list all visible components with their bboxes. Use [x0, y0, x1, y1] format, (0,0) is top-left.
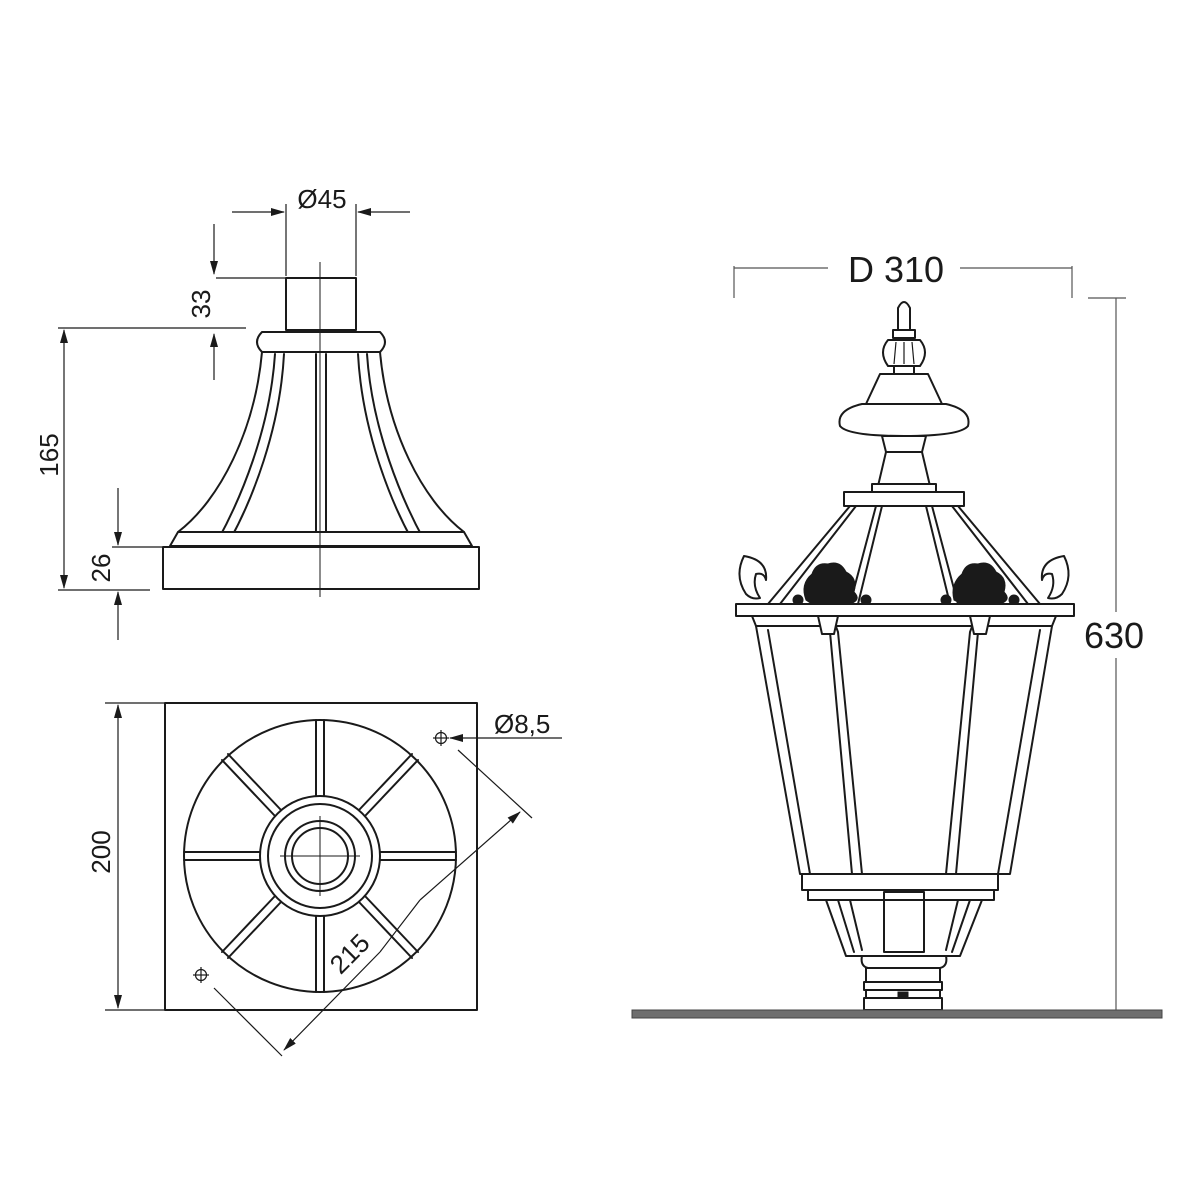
leaf-ornament-right [940, 562, 1020, 606]
lower-frame-ring [807, 889, 995, 901]
dimension-line [379, 899, 421, 953]
outer-ring [183, 719, 457, 993]
lantern-front-view: D 310 630 [631, 249, 1163, 1019]
roof-frame-bar [779, 505, 857, 605]
dimension-arrow [419, 811, 521, 901]
base-plate [162, 546, 480, 590]
roof-neck [881, 435, 927, 453]
rib [366, 353, 425, 541]
dim-base-total-height: 165 [34, 433, 64, 476]
finial-neck [893, 365, 915, 375]
dim-hole-spacing: 215 [324, 928, 376, 980]
bottom-cage [825, 899, 983, 957]
dimension-arrow [283, 951, 381, 1051]
panel-bar [831, 615, 863, 875]
dim-plate-width: 200 [86, 830, 116, 873]
hub-outer [259, 795, 381, 917]
mounting-hole [193, 967, 209, 983]
cage-bar [945, 899, 959, 951]
finial-ring [892, 329, 916, 339]
socket-upper [865, 967, 941, 983]
cage-bar [951, 899, 971, 953]
extension-line [457, 749, 533, 819]
label-background [1078, 612, 1150, 658]
bar-cap [817, 615, 839, 635]
roof-frame-bar [951, 505, 1029, 605]
socket-ring [863, 981, 943, 991]
roof-frame-bar [925, 505, 951, 605]
spigot [285, 277, 357, 331]
dim-plate-thickness: 26 [86, 554, 116, 583]
base-plate-outline [164, 702, 478, 1011]
bell-body [177, 351, 465, 533]
rib [357, 353, 413, 541]
roof-column [877, 451, 931, 487]
finial-tip [897, 301, 911, 331]
base-side-view: Ø45 33 165 26 [34, 184, 480, 640]
dim-lantern-height: 630 [1084, 615, 1144, 656]
dim-spigot-height: 33 [186, 290, 216, 319]
ground-line [631, 1009, 1163, 1019]
extension-line [213, 987, 283, 1057]
bar-cap [969, 615, 991, 635]
lantern-roof [838, 403, 970, 437]
base-top-view: Ø8,5 200 215 [86, 702, 562, 1057]
dim-lantern-diameter: D 310 [848, 249, 944, 290]
body-inner-left [767, 629, 811, 875]
rib [229, 353, 285, 541]
lantern-band-lower [751, 615, 1057, 627]
finial-base [865, 373, 943, 405]
collar [256, 331, 386, 353]
socket-screw [897, 991, 909, 999]
body-inner-right [997, 629, 1041, 875]
panel-bar [955, 615, 985, 875]
panel-bar [945, 615, 977, 875]
spokes [183, 719, 457, 993]
hub-inner [267, 803, 373, 909]
lantern-band [735, 603, 1075, 617]
roof-frame-bar [857, 505, 883, 605]
scroll-ornament-right [1040, 555, 1070, 600]
lantern-body [755, 625, 1053, 875]
base-ring [169, 531, 473, 547]
lower-frame [801, 873, 999, 891]
socket-collar [860, 955, 948, 969]
scroll-ornament-left [738, 555, 768, 600]
cage-bar [849, 899, 863, 951]
upper-frame-plate [843, 491, 965, 507]
lamp-holder [883, 891, 925, 953]
dim-spigot-diameter: Ø45 [297, 184, 346, 214]
socket-base [863, 997, 943, 1011]
rib [217, 353, 276, 541]
leaf-ornament-left [792, 562, 872, 606]
cage-bar [837, 899, 855, 953]
dim-hole-diameter: Ø8,5 [494, 709, 550, 739]
mounting-hole [433, 730, 449, 746]
panel-bar [823, 615, 853, 875]
